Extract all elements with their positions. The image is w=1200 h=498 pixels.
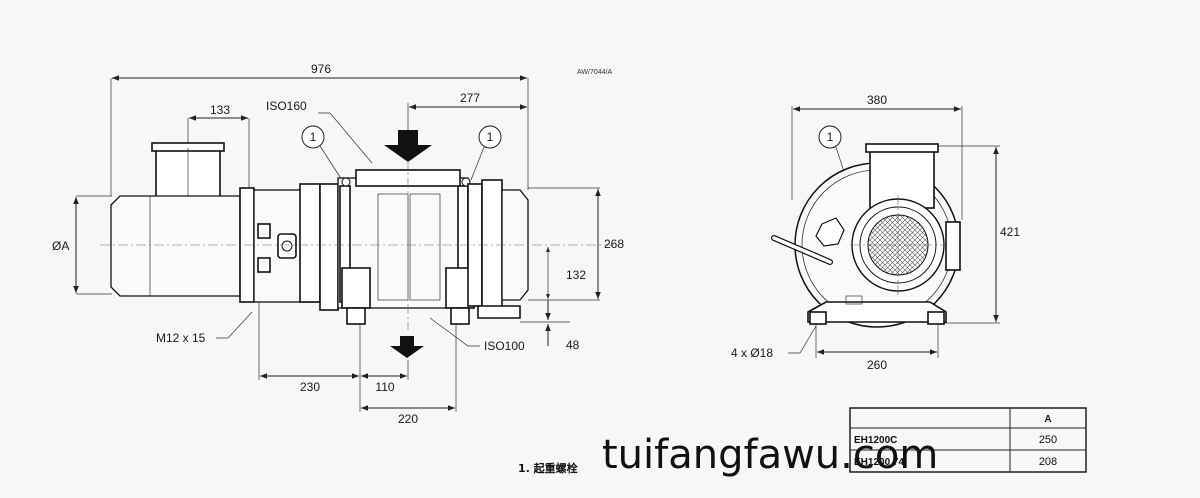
table-row-value: 250: [1039, 434, 1057, 446]
drawing-reference: AW/7044/A: [577, 69, 612, 76]
feet-holes-label: 4 x Ø18: [731, 346, 773, 360]
side-view: 380 421 1: [731, 93, 1020, 372]
dim-220: 220: [398, 412, 418, 426]
table-row-value: 208: [1039, 456, 1057, 468]
footnote-lifting-bolt: 1. 起重螺栓: [518, 461, 578, 475]
dim-277: 277: [460, 91, 480, 105]
callout-1-side: 1: [818, 125, 847, 179]
dim-132: 132: [566, 268, 586, 282]
motor-body: [110, 195, 241, 297]
watermark-text: tuifangfawu.com: [602, 432, 938, 478]
svg-text:1: 1: [310, 130, 317, 144]
dim-overall-length: 976: [311, 62, 331, 76]
dim-260: 260: [867, 358, 887, 372]
bolt-label: M12 x 15: [156, 331, 206, 345]
dim-48: 48: [566, 338, 580, 352]
iso160-label: ISO160: [266, 99, 307, 113]
svg-text:1: 1: [487, 130, 494, 144]
dim-230: 230: [300, 380, 320, 394]
svg-text:1: 1: [827, 130, 834, 144]
inlet-arrow-icon: [384, 130, 432, 162]
outlet-arrow-icon: [390, 336, 424, 358]
dim-110: 110: [375, 380, 394, 394]
front-view: 976 AW/7044/A 133 277 ISO160 1 1: [52, 62, 624, 426]
table-row-model: EH1200C: [854, 435, 897, 446]
dim-268: 268: [604, 237, 624, 251]
table-header-a: A: [1044, 414, 1051, 425]
dim-133: 133: [210, 103, 230, 117]
table-row-model: EH1200 74: [854, 457, 904, 468]
variant-table: A EH1200C 250 EH1200 74 208: [849, 407, 1087, 473]
callout-1-left: 1: [301, 125, 343, 181]
dim-380: 380: [867, 93, 887, 107]
dim-421: 421: [1000, 225, 1020, 239]
dim-diameter-a: ØA: [52, 239, 69, 253]
iso100-label: ISO100: [484, 339, 525, 353]
callout-1-right: 1: [470, 125, 502, 181]
